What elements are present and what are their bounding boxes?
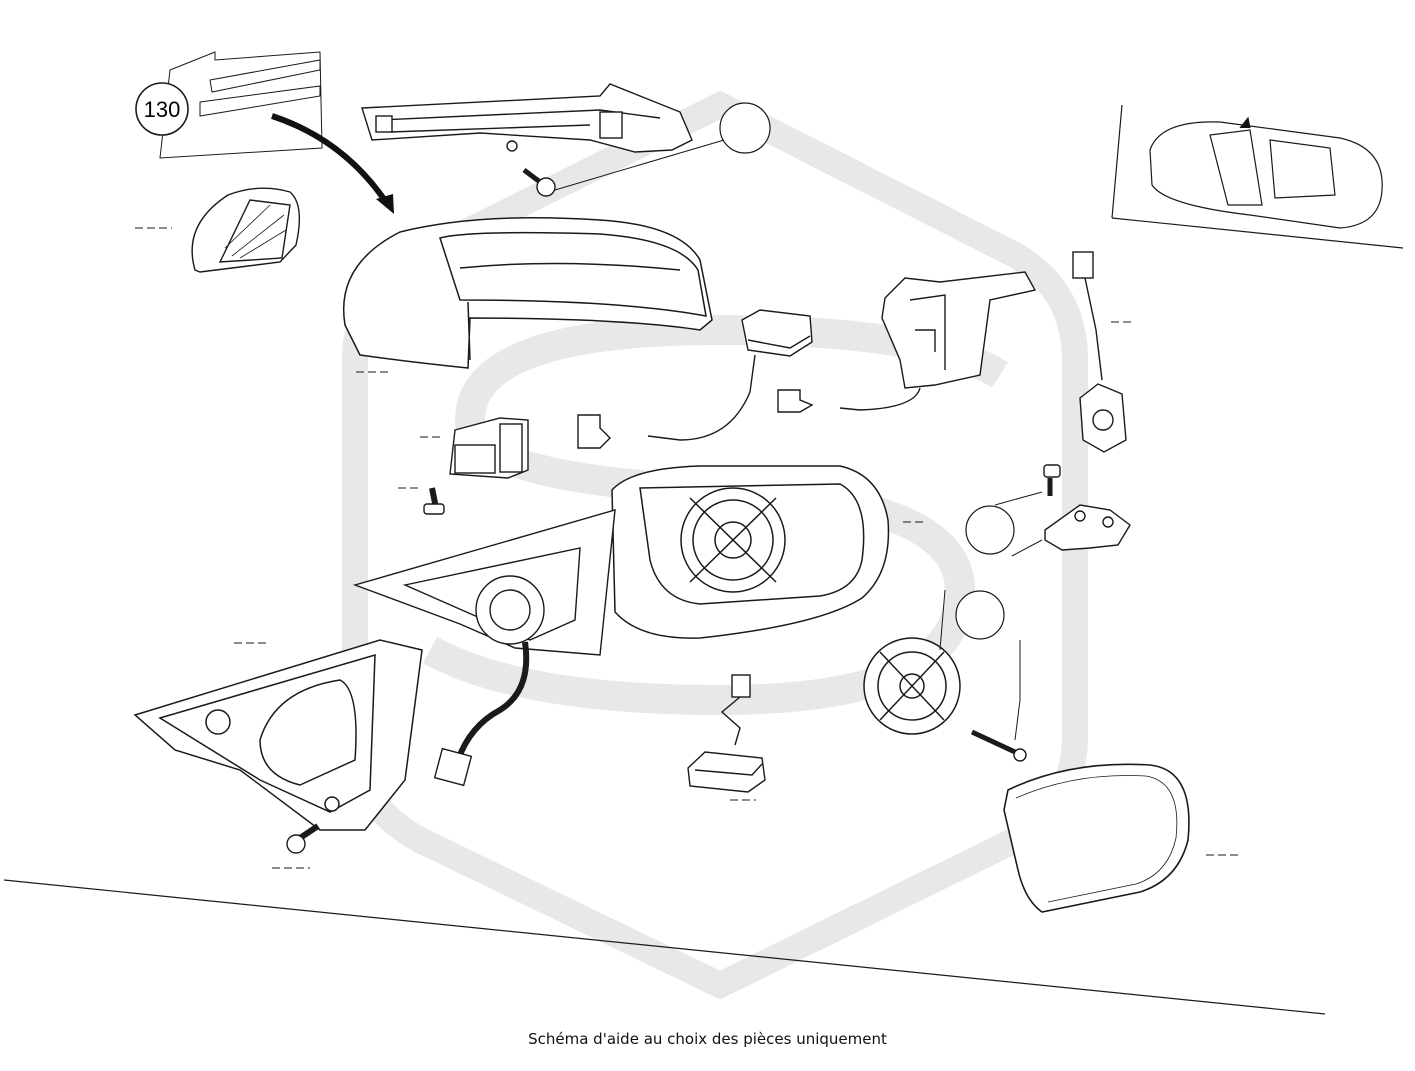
mirror-glass[interactable] [1003, 763, 1190, 913]
mirror-base-triangle[interactable] [133, 639, 423, 831]
base-screw[interactable] [286, 823, 320, 854]
reference-badge: 130 [135, 51, 394, 214]
mirror-base-frame[interactable] [352, 509, 616, 787]
puddle-lamp[interactable] [191, 187, 301, 273]
vehicle-thumbnail[interactable] [1149, 116, 1383, 229]
clip-bracket[interactable] [1044, 504, 1131, 551]
blind-spot-module[interactable] [577, 309, 813, 449]
diagram-caption: Schéma d'aide au choix des pièces unique… [528, 1030, 887, 1048]
motor-screw[interactable] [423, 487, 445, 515]
callout-circle [965, 505, 1015, 555]
callout-circle [955, 590, 1005, 640]
clip-screw[interactable] [1043, 464, 1061, 496]
mirror-cover-cap[interactable] [343, 216, 713, 369]
mirror-housing[interactable] [611, 465, 890, 639]
adjust-motor[interactable] [863, 637, 961, 735]
reference-badge-number: 130 [144, 97, 181, 122]
indicator-screw[interactable] [522, 168, 556, 197]
mounting-bracket[interactable] [777, 271, 1037, 413]
turn-signal-indicator[interactable] [361, 83, 693, 153]
control-unit[interactable] [687, 674, 766, 793]
fold-motor[interactable] [449, 417, 529, 479]
adjust-bolt[interactable] [970, 729, 1027, 762]
callout-circle [719, 102, 771, 154]
ground-lines [3, 104, 1404, 1015]
camera[interactable] [1072, 251, 1127, 453]
